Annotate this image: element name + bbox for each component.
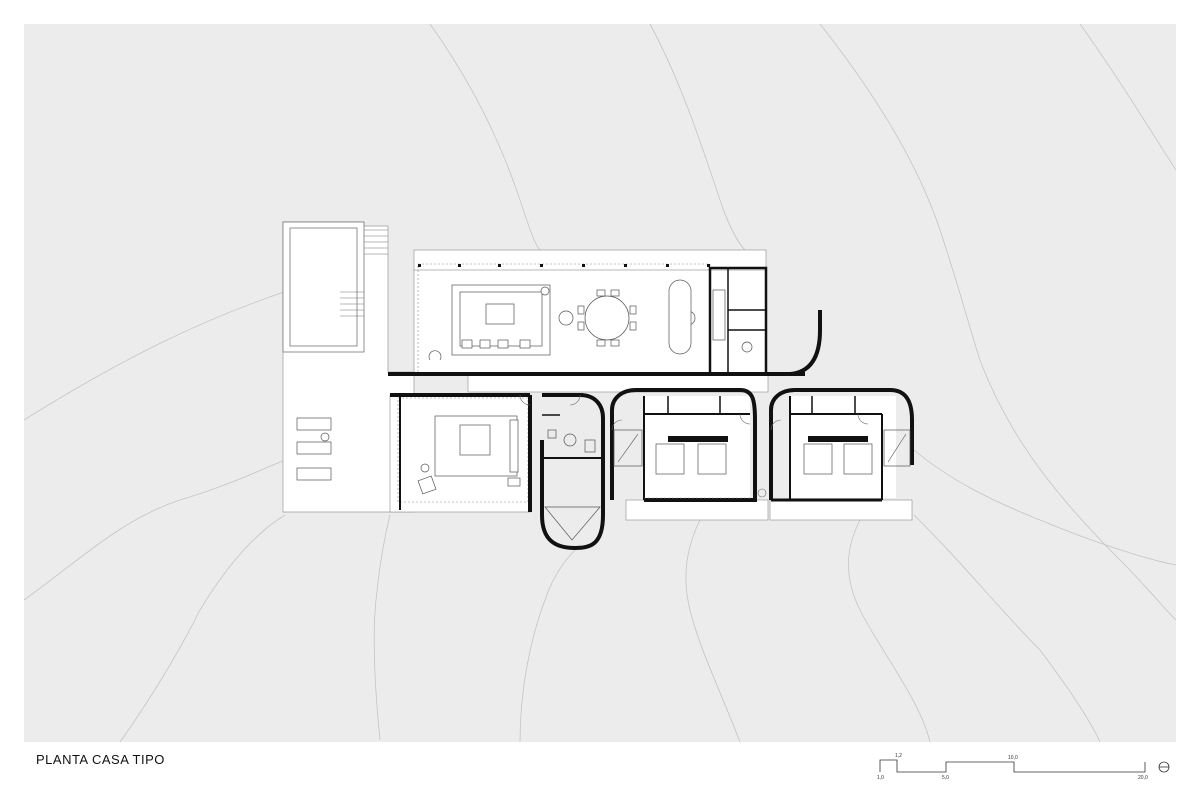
sun-loungers xyxy=(296,417,332,481)
door-swings xyxy=(519,394,869,498)
plan-title: PLANTA CASA TIPO xyxy=(36,752,165,767)
terrain-contours xyxy=(23,23,1177,743)
scale-label-1: 1,0 xyxy=(877,775,884,781)
corridor-walls xyxy=(388,310,822,397)
kitchen-island xyxy=(668,279,692,355)
north-arrow-icon xyxy=(1158,761,1170,773)
scale-label-5: 5,0 xyxy=(942,775,949,781)
master-bed xyxy=(417,415,521,495)
armchair xyxy=(428,350,442,361)
scale-bar: 1,2 10,0 1,0 5,0 20,0 xyxy=(877,753,1148,781)
scale-label-1-2: 1,2 xyxy=(895,753,902,759)
living-columns xyxy=(418,264,710,267)
pool xyxy=(282,221,388,353)
pool-steps xyxy=(340,229,388,317)
bed-1 xyxy=(655,443,727,475)
bedroom-wing-2 xyxy=(769,388,914,502)
master-bedroom xyxy=(397,395,529,510)
sofa-set xyxy=(451,284,551,356)
bedroom-wing-1 xyxy=(610,388,757,502)
bed-2 xyxy=(803,443,873,475)
master-bathroom xyxy=(528,393,605,551)
living-dining-room xyxy=(417,263,711,375)
scale-label-10: 10,0 xyxy=(1008,755,1018,761)
scale-label-20: 20,0 xyxy=(1138,775,1148,781)
